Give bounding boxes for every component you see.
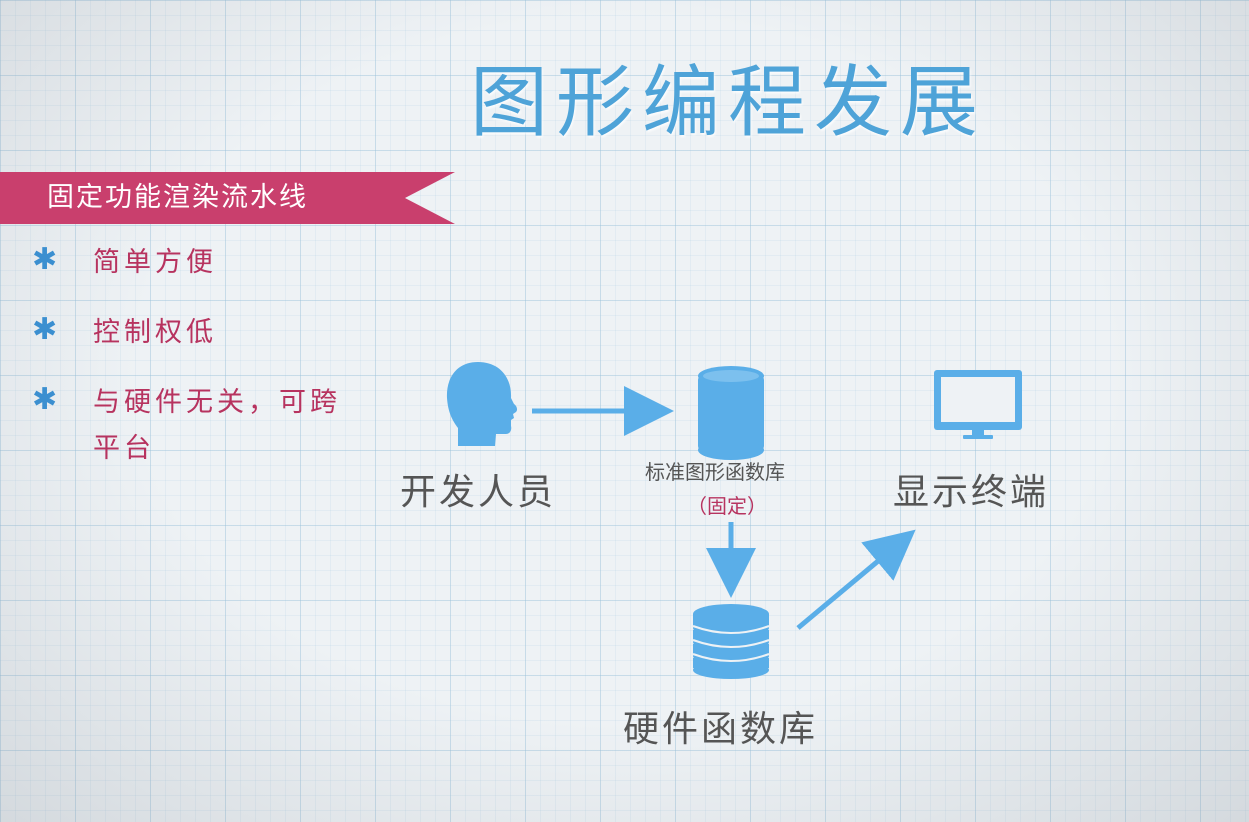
stacked-database-icon: [692, 604, 770, 679]
bullet-text: 简单方便: [93, 247, 217, 278]
display-label: 显示终端: [893, 472, 1050, 513]
bullet-text: 与硬件无关，可跨平台: [93, 387, 341, 464]
arrow-to-display: [796, 529, 916, 630]
section-banner: 固定功能渲染流水线: [0, 172, 455, 224]
person-head-icon: [446, 362, 518, 446]
asterisk-icon: ✱: [32, 382, 58, 417]
asterisk-icon: ✱: [32, 312, 58, 347]
slide-title: 图形编程发展: [470, 58, 987, 148]
asterisk-icon: ✱: [32, 242, 58, 277]
hardware-label: 硬件函数库: [623, 709, 819, 750]
library-label: 标准图形函数库: [645, 460, 785, 484]
database-icon: [698, 366, 764, 460]
monitor-icon: [934, 370, 1022, 439]
bullet-text: 控制权低: [93, 317, 217, 348]
developer-label: 开发人员: [400, 472, 557, 513]
library-note: （固定）: [687, 494, 767, 518]
